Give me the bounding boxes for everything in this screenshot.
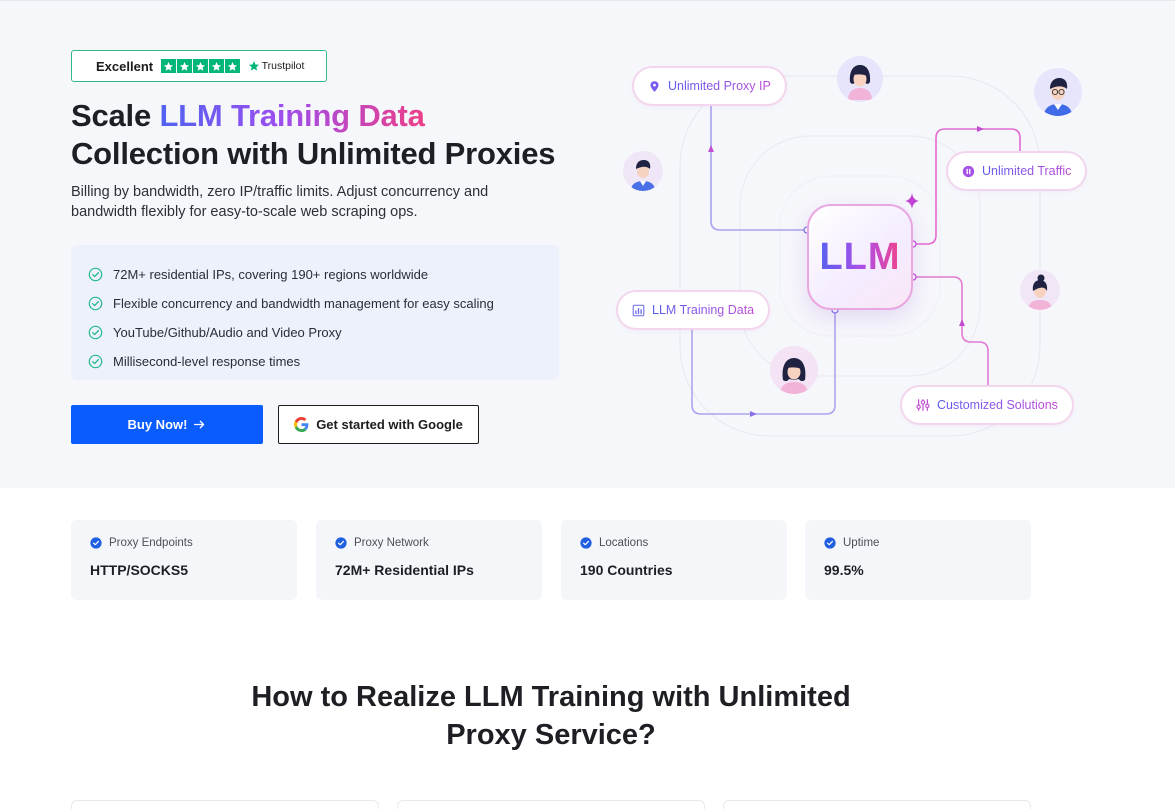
step-card xyxy=(397,800,705,809)
arrow-right-icon xyxy=(194,420,205,429)
google-signup-button[interactable]: Get started with Google xyxy=(278,405,479,444)
list-item: Millisecond-level response times xyxy=(88,347,542,376)
orbit-ring-core xyxy=(779,175,941,337)
page-title: Scale LLM Training Data Collection with … xyxy=(71,97,556,173)
trustpilot-badge[interactable]: Excellent Trustpilot xyxy=(71,50,327,82)
pill-label: Unlimited Traffic xyxy=(982,164,1072,178)
stat-label-row: Proxy Network xyxy=(335,537,523,549)
arrow-icon xyxy=(750,411,757,417)
list-item: Flexible concurrency and bandwidth manag… xyxy=(88,289,542,318)
arrow-icon xyxy=(977,126,984,132)
stat-label: Proxy Network xyxy=(354,537,429,549)
avatar xyxy=(1034,68,1082,116)
arrow-icon xyxy=(959,319,965,326)
avatar xyxy=(623,151,663,191)
buy-now-button[interactable]: Buy Now! xyxy=(71,405,263,444)
trustpilot-star-icon xyxy=(248,61,259,71)
feature-text: 72M+ residential IPs, covering 190+ regi… xyxy=(113,267,429,282)
stat-card-uptime: Uptime 99.5% xyxy=(805,520,1031,600)
stat-label: Locations xyxy=(599,537,649,549)
trustpilot-logo: Trustpilot xyxy=(248,60,305,72)
hero-section: Excellent Trustpilot Scale LLM Training … xyxy=(0,0,1175,461)
list-item: 72M+ residential IPs, covering 190+ regi… xyxy=(88,260,542,289)
pill-unlimited-traffic: Unlimited Traffic xyxy=(948,153,1086,189)
star-icon xyxy=(209,58,224,74)
pill-unlimited-proxy-ip: Unlimited Proxy IP xyxy=(634,68,785,104)
woman-long-hair-avatar-icon xyxy=(780,358,808,394)
connector-traffic xyxy=(913,128,1021,245)
stat-label: Uptime xyxy=(843,537,880,549)
orbit-ring-inner xyxy=(739,135,981,377)
step-card xyxy=(723,800,1031,809)
title-line-2: Collection with Unlimited Proxies xyxy=(71,136,556,171)
stat-card-network: Proxy Network 72M+ Residential IPs xyxy=(316,520,542,600)
feature-list: 72M+ residential IPs, covering 190+ regi… xyxy=(71,245,559,380)
location-pin-icon xyxy=(650,80,659,92)
avatar xyxy=(770,346,818,394)
trustpilot-rating-label: Excellent xyxy=(96,58,154,74)
check-circle-icon xyxy=(88,354,103,369)
list-item: YouTube/Github/Audio and Video Proxy xyxy=(88,318,542,347)
check-badge-icon xyxy=(335,537,347,549)
stat-card-locations: Locations 190 Countries xyxy=(561,520,787,600)
hero-subtitle: Billing by bandwidth, zero IP/traffic li… xyxy=(71,184,489,220)
sliders-icon xyxy=(916,399,930,411)
llm-core-label: LLM xyxy=(819,235,901,278)
llm-diagram: Unlimited Proxy IP Unlimited Traffic LLM… xyxy=(600,41,1120,461)
arrow-icon xyxy=(708,145,714,152)
check-badge-icon xyxy=(580,537,592,549)
stat-label-row: Proxy Endpoints xyxy=(90,537,278,549)
pill-customized-solutions: Customized Solutions xyxy=(902,387,1072,423)
pill-label: Customized Solutions xyxy=(937,398,1058,412)
section-heading-line-2: Proxy Service? xyxy=(446,719,656,751)
trustpilot-stars xyxy=(161,58,240,74)
man-avatar-icon xyxy=(631,160,655,191)
avatar xyxy=(1020,270,1060,310)
section-heading: How to Realize LLM Training with Unlimit… xyxy=(200,678,902,754)
check-badge-icon xyxy=(824,537,836,549)
pill-label: LLM Training Data xyxy=(652,303,755,317)
feature-text: Millisecond-level response times xyxy=(113,354,301,369)
stat-value: HTTP/SOCKS5 xyxy=(90,562,189,578)
section-heading-line-1: How to Realize LLM Training with Unlimit… xyxy=(251,681,851,713)
star-icon xyxy=(193,58,208,74)
star-icon xyxy=(161,58,176,74)
llm-core-box: LLM xyxy=(807,204,913,310)
feature-text: Flexible concurrency and bandwidth manag… xyxy=(113,296,494,311)
star-icon xyxy=(225,58,240,74)
star-icon xyxy=(177,58,192,74)
avatar xyxy=(837,56,883,102)
pill-label: Unlimited Proxy IP xyxy=(668,79,771,93)
title-prefix: Scale xyxy=(71,98,160,133)
stat-label-row: Locations xyxy=(580,537,768,549)
connector-training-data xyxy=(691,310,836,415)
sparkle-icon xyxy=(905,193,919,209)
pause-circle-icon xyxy=(962,165,975,177)
stat-label: Proxy Endpoints xyxy=(109,537,193,549)
connector-custom xyxy=(913,276,989,387)
buy-now-label: Buy Now! xyxy=(127,417,188,432)
stat-value: 99.5% xyxy=(824,562,864,578)
check-circle-icon xyxy=(88,325,103,340)
stat-value: 190 Countries xyxy=(580,562,673,578)
stat-value: 72M+ Residential IPs xyxy=(335,562,474,578)
check-circle-icon xyxy=(88,267,103,282)
stat-card-endpoints: Proxy Endpoints HTTP/SOCKS5 xyxy=(71,520,297,600)
woman-bun-avatar-icon xyxy=(1028,274,1052,310)
pill-llm-training-data: LLM Training Data xyxy=(618,292,769,328)
check-badge-icon xyxy=(90,537,102,549)
connector-proxy-ip xyxy=(710,104,807,231)
man-glasses-avatar-icon xyxy=(1044,78,1072,116)
title-highlight: LLM Training Data xyxy=(159,98,425,133)
trustpilot-brand: Trustpilot xyxy=(261,60,305,72)
step-card xyxy=(71,800,379,809)
google-icon xyxy=(294,417,309,432)
google-button-label: Get started with Google xyxy=(316,417,463,432)
woman-avatar-icon xyxy=(848,65,872,100)
feature-text: YouTube/Github/Audio and Video Proxy xyxy=(113,325,342,340)
bar-chart-icon xyxy=(632,304,645,316)
check-circle-icon xyxy=(88,296,103,311)
stat-label-row: Uptime xyxy=(824,537,1012,549)
